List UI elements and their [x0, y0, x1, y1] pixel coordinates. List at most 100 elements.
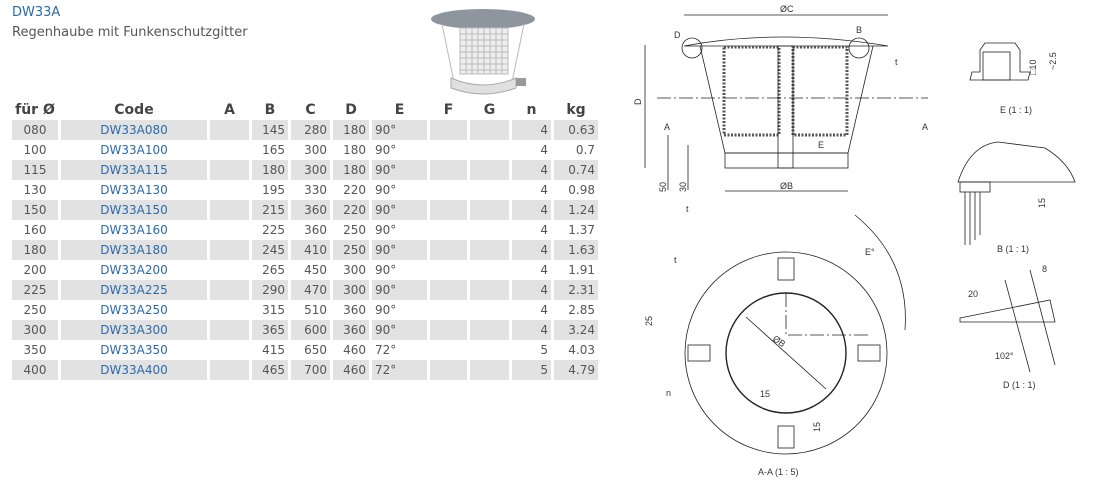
table-cell: 350: [23, 343, 47, 357]
detail-d-label: D (1 : 1): [1003, 380, 1036, 390]
product-code-cell[interactable]: DW33A080: [61, 120, 207, 140]
column-header: D: [345, 102, 357, 118]
table-cell: 4: [512, 240, 551, 260]
table-cell: 3.24: [554, 320, 598, 340]
table-cell: 145: [252, 120, 288, 140]
table-cell: 250: [343, 223, 366, 237]
table-cell: 300: [304, 143, 327, 157]
table-cell: 450: [304, 263, 327, 277]
product-code-cell[interactable]: DW33A130: [100, 183, 168, 197]
table-cell: 315: [262, 303, 285, 317]
table-cell: [430, 360, 467, 380]
table-cell: 90°: [372, 240, 427, 260]
table-cell: [430, 240, 467, 260]
aa-e-angle: E°: [865, 247, 875, 257]
table-cell: [430, 180, 467, 200]
table-cell: 130: [23, 183, 47, 197]
detail-e-marker: E: [818, 140, 824, 150]
product-code-cell[interactable]: DW33A400: [61, 360, 207, 380]
table-cell: 160: [23, 223, 47, 237]
table-cell: 4: [540, 143, 548, 157]
detail-b-marker: B: [856, 25, 862, 35]
table-cell: [430, 320, 467, 340]
table-cell: 4.03: [568, 343, 595, 357]
table-cell: [470, 340, 509, 360]
column-header: kg: [566, 102, 586, 118]
dim-b-label: ØB: [780, 181, 793, 191]
product-code-cell[interactable]: DW33A180: [61, 240, 207, 260]
table-cell: [470, 140, 509, 160]
table-cell: 360: [333, 320, 369, 340]
detail-e-label: E (1 : 1): [1000, 105, 1032, 115]
detail-e: E (1 : 1) □10 ~2.5: [969, 42, 1058, 115]
product-code-cell[interactable]: DW33A300: [61, 320, 207, 340]
product-code-cell[interactable]: DW33A160: [100, 223, 168, 237]
table-cell: [210, 300, 249, 320]
table-cell: 72°: [375, 343, 397, 357]
table-cell: [210, 220, 249, 240]
table-cell: 250: [333, 240, 369, 260]
table-cell: [430, 160, 467, 180]
table-cell: 90°: [375, 143, 397, 157]
product-photo: [431, 9, 535, 95]
product-code-cell[interactable]: DW33A350: [100, 343, 168, 357]
product-code-cell[interactable]: DW33A100: [100, 143, 168, 157]
table-cell: [470, 320, 509, 340]
table-cell: [430, 260, 467, 280]
table-cell: 400: [12, 360, 58, 380]
table-cell: 220: [343, 183, 366, 197]
table-cell: 265: [262, 263, 285, 277]
aa-25: 25: [644, 316, 654, 326]
table-cell: 90°: [375, 183, 397, 197]
table-cell: [470, 300, 509, 320]
table-cell: 90°: [372, 280, 427, 300]
table-cell: [430, 340, 467, 360]
table-cell: [470, 160, 509, 180]
table-cell: 415: [262, 343, 285, 357]
product-code-cell[interactable]: DW33A115: [61, 160, 207, 180]
table-cell: 1.63: [554, 240, 598, 260]
table-cell: 4: [512, 280, 551, 300]
table-cell: 510: [304, 303, 327, 317]
table-cell: 150: [12, 200, 58, 220]
table-cell: 90°: [375, 263, 397, 277]
table-cell: 4: [540, 263, 548, 277]
table-cell: 1.91: [568, 263, 595, 277]
table-cell: 600: [291, 320, 330, 340]
product-code-cell[interactable]: DW33A200: [100, 263, 168, 277]
table-cell: 5: [512, 360, 551, 380]
table-cell: 90°: [372, 200, 427, 220]
table-cell: 300: [12, 320, 58, 340]
table-cell: [470, 180, 509, 200]
table-cell: 365: [252, 320, 288, 340]
product-code-cell[interactable]: DW33A150: [61, 200, 207, 220]
table-cell: 225: [12, 280, 58, 300]
table-cell: [210, 280, 249, 300]
table-cell: [470, 280, 509, 300]
detail-b-label: B (1 : 1): [997, 244, 1029, 254]
table-cell: 700: [291, 360, 330, 380]
table-cell: [430, 300, 467, 320]
product-code-cell[interactable]: DW33A250: [100, 303, 168, 317]
table-cell: 90°: [375, 223, 397, 237]
aa-15b: 15: [812, 422, 822, 432]
table-cell: [210, 340, 249, 360]
table-cell: [210, 260, 249, 280]
product-code-cell[interactable]: DW33A225: [61, 280, 207, 300]
e-25: ~2.5: [1048, 52, 1058, 70]
table-cell: 4: [540, 303, 548, 317]
table-cell: [210, 200, 249, 220]
table-cell: [470, 220, 509, 240]
technical-drawing: ØC D A A 50 30 ØB D B E t t E (1 : 1) □1…: [633, 4, 1076, 477]
table-cell: 5: [540, 343, 548, 357]
